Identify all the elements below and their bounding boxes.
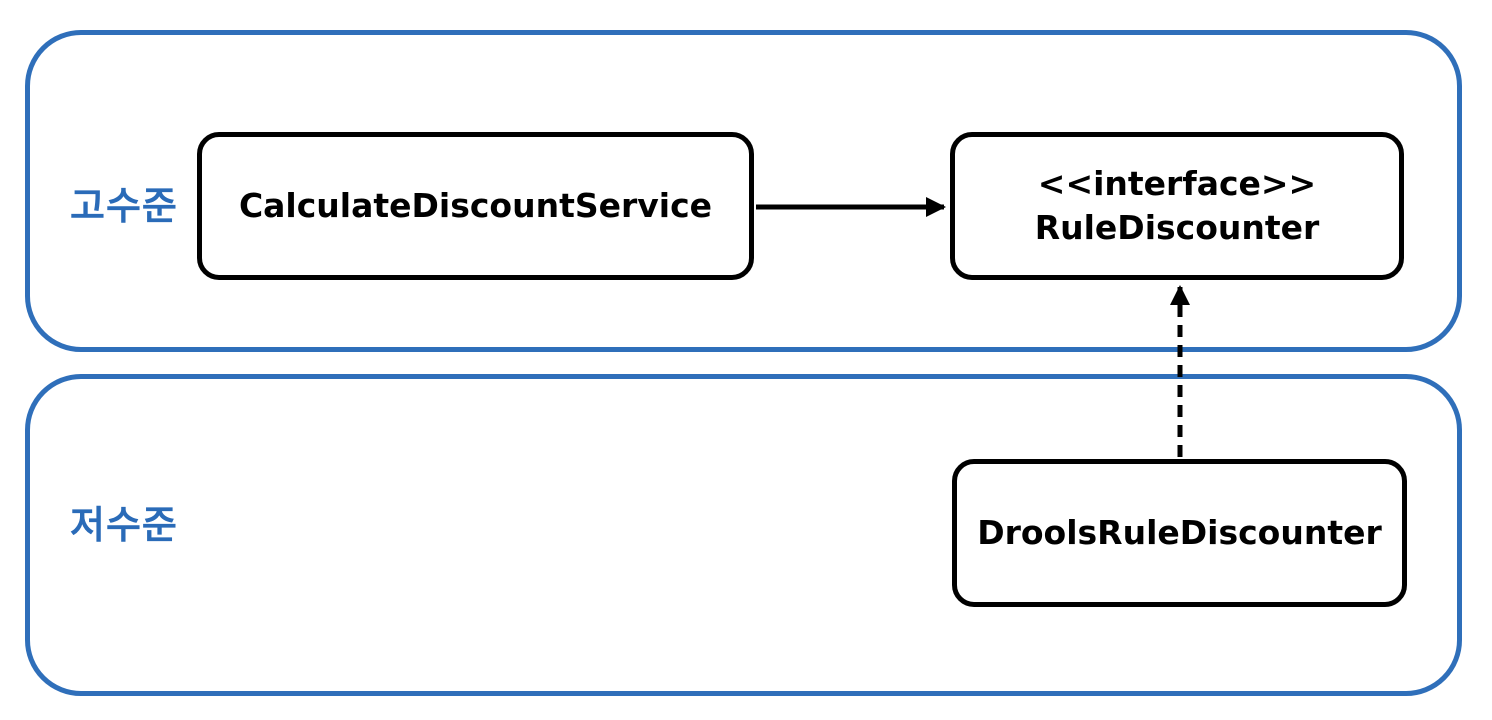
- drools-rule-discounter-name: DroolsRuleDiscounter: [977, 513, 1382, 552]
- drools-rule-discounter-box: DroolsRuleDiscounter: [952, 459, 1407, 607]
- rule-discounter-interface-box: <<interface>> RuleDiscounter: [950, 132, 1404, 280]
- rule-discounter-name: RuleDiscounter: [1034, 208, 1320, 247]
- low-level-label: 저수준: [70, 503, 178, 547]
- high-level-label: 고수준: [70, 184, 178, 228]
- calculate-discount-service-name: CalculateDiscountService: [238, 186, 713, 225]
- calculate-discount-service-box: CalculateDiscountService: [197, 132, 754, 280]
- rule-discounter-stereotype: <<interface>>: [1037, 164, 1317, 203]
